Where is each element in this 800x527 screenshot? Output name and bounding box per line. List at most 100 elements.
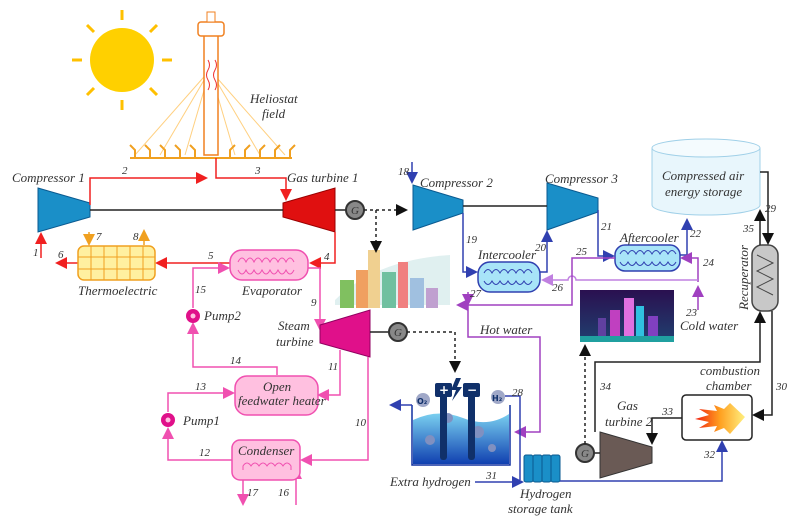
thermoelectric-label: Thermoelectric [78,283,158,298]
city-icon [335,250,450,308]
svg-text:30: 30 [775,381,788,393]
gas-turbine-2-label: Gas [617,398,638,413]
svg-text:20: 20 [535,242,547,254]
svg-text:17: 17 [247,487,259,499]
svg-text:12: 12 [199,447,211,459]
svg-text:34: 34 [599,381,612,393]
power-link-electrolyzer [407,331,461,373]
compressor-1 [37,187,91,233]
compressor-3-label: Compressor 3 [545,171,618,186]
stream-24 [680,252,699,282]
steam-turbine-label: Steam [278,318,310,333]
stream-15 [192,262,230,308]
stream-numbers: 1 2 3 4 5 6 7 8 9 10 11 12 13 14 15 16 1… [33,165,788,499]
caes-label: Compressed air [662,168,745,183]
sun-icon [72,10,172,110]
svg-text:3: 3 [254,165,261,177]
stream-4 [309,232,336,269]
svg-text:2: 2 [122,165,128,177]
intercooler-label: Intercooler [477,247,537,262]
stream-30 [752,311,773,421]
svg-text:7: 7 [96,231,102,243]
svg-text:28: 28 [512,387,524,399]
svg-text:32: 32 [703,449,716,461]
svg-text:15: 15 [195,284,207,296]
svg-text:21: 21 [601,221,612,233]
recuperator [751,244,779,312]
svg-text:25: 25 [576,246,588,258]
solar-tower-icon [134,11,286,156]
svg-text:5: 5 [208,250,214,262]
hot-water-label: Hot water [479,322,533,337]
svg-text:29: 29 [765,203,777,215]
svg-text:G: G [394,327,402,339]
gas-turbine-2-label-2: turbine 2 [605,414,653,429]
svg-text:−: − [467,383,477,397]
condenser-label: Condenser [238,443,295,458]
gas-turbine-1-label: Gas turbine 1 [287,170,359,185]
svg-text:6: 6 [58,249,64,261]
svg-text:31: 31 [485,470,497,482]
stream-25 [456,257,615,311]
compressed-air-storage-tank [651,138,761,216]
svg-text:13: 13 [195,381,207,393]
stream-12 [162,427,232,461]
svg-text:G: G [581,448,589,460]
stream-3 [215,158,292,201]
stream-28 [505,395,521,480]
compressor-1-label: Compressor 1 [12,170,85,185]
svg-text:H₂: H₂ [492,394,503,403]
recuperator-label: Recuperator [736,244,751,311]
stream-26 [541,274,698,286]
stream-9 [308,267,326,331]
svg-text:4: 4 [324,251,330,263]
svg-text:33: 33 [661,406,674,418]
stream-11 [317,350,341,401]
ofwh-label-2: feedwater heater [238,393,327,408]
svg-text:O₂: O₂ [417,397,428,406]
svg-text:+: + [439,383,449,397]
generator-icon: G [345,200,365,220]
pump-icon [186,309,200,323]
svg-text:27: 27 [470,288,482,300]
svg-text:19: 19 [466,234,478,246]
svg-text:8: 8 [133,231,139,243]
gas-turbine-2 [599,431,653,479]
cold-water-label: Cold water [680,318,739,333]
heliostat-label-2: field [262,106,286,121]
extra-hydrogen-label: Extra hydrogen [389,474,471,489]
svg-text:24: 24 [703,257,715,269]
stream-13 [167,387,235,412]
flame-icon [695,403,745,434]
combustion-chamber-label: combustion [700,363,760,378]
stream-33 [646,417,682,445]
svg-text:G: G [351,205,359,217]
steam-turbine [319,309,371,358]
thermoelectric [77,245,156,281]
heliostat-label: Heliostat [249,91,298,106]
stream-10 [300,357,369,466]
intercooler [477,261,541,293]
hydrogen-tank-label-2: storage tank [508,501,573,516]
svg-text:23: 23 [686,307,698,319]
svg-text:10: 10 [355,417,367,429]
night-city-icon [580,290,674,342]
aftercooler [614,244,681,272]
compressor-3 [546,182,599,231]
pump1-label: Pump1 [182,413,220,428]
hydrogen-storage-tank [523,454,561,483]
caes-label-2: energy storage [665,184,742,199]
combustion-chamber-label-2: chamber [706,378,752,393]
open-feedwater-heater [234,375,319,416]
stream-22 [680,218,693,256]
electrolyzer-icon: + − O₂ H₂ [411,378,511,466]
pump-icon [161,413,175,427]
stream-29 [760,171,774,245]
pump2-label: Pump2 [203,308,241,323]
svg-text:35: 35 [742,223,755,235]
ofwh-label: Open [263,379,291,394]
stream-19 [462,213,478,278]
stream-32 [560,440,728,482]
